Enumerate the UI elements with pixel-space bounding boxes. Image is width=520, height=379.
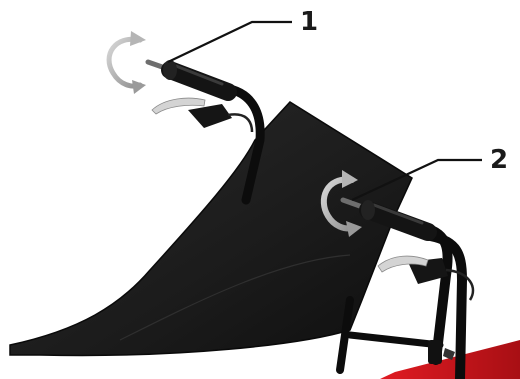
red-base [380,340,520,379]
handle-2-end [361,200,375,220]
callout-2-label: 2 [490,145,508,175]
brake-housing-1 [188,104,232,128]
rotate-arrow-1-icon [109,31,146,94]
leg-clamp [428,340,442,364]
callout-1-leader [168,22,292,62]
handle-1-end [163,60,177,80]
callout-1-label: 1 [300,7,318,37]
brake-cable-1 [228,114,252,132]
lower-crossbar [350,335,440,345]
handle-1-grip [170,70,228,92]
